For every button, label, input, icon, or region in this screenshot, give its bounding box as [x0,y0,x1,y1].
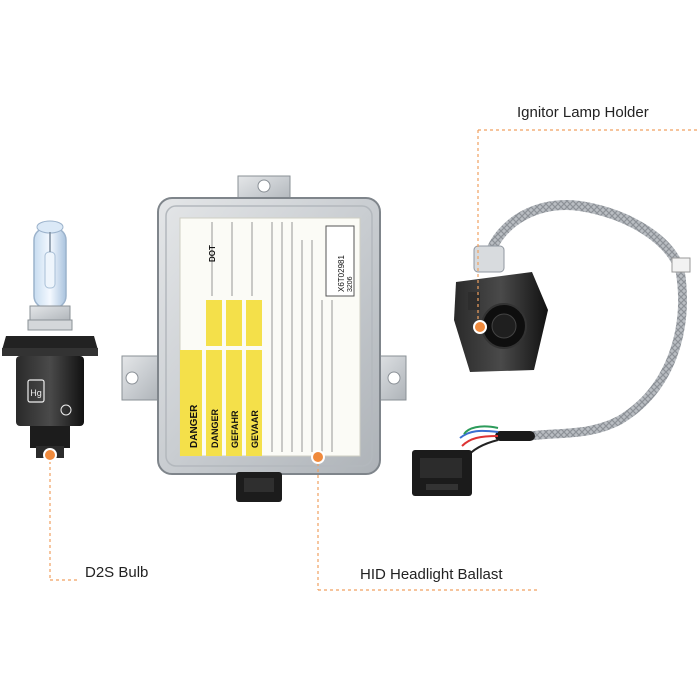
ballast-serial: X6T02981 [337,255,346,292]
callout-lines [49,129,700,591]
d2s-bulb-label: D2S Bulb [85,564,149,581]
callout-markers [43,320,487,464]
ballast-code: 3206 [347,276,354,292]
ballast-danger-1: DANGER [189,404,200,448]
ballast-gefahr: GEFAHR [230,410,240,448]
hid-headlight-ballast-label: HID Headlight Ballast [360,566,503,583]
d2s-bulb: Hg [2,220,98,458]
ballast-gevaar: GEVAAR [250,410,260,448]
ballast-danger-2: DANGER [210,408,220,448]
svg-text:Hg: Hg [30,388,42,398]
ignitor-lamp-holder-label: Ignitor Lamp Holder [517,104,649,121]
ballast-dot: DOT [208,245,217,262]
ignitor-lamp-holder [412,200,691,496]
hid-ballast: DANGER DANGER GEFAHR GEVAAR DOT X6T02981… [121,175,407,502]
